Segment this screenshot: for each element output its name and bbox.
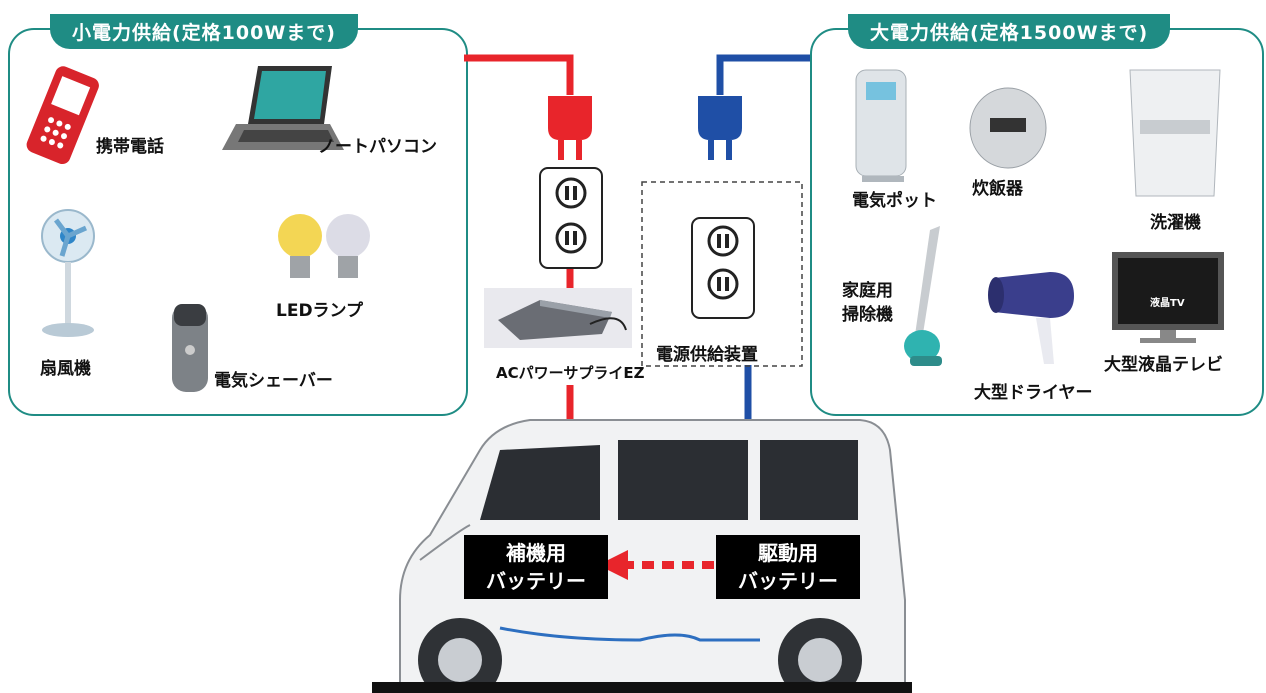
outlet-left-icon — [539, 167, 603, 269]
aux-battery-line1: 補機用 — [506, 541, 566, 565]
vacuum-cleaner-icon — [904, 226, 942, 366]
drive-battery-line2: バッテリー — [738, 569, 838, 593]
laptop-label: ノートパソコン — [318, 137, 437, 157]
large-supply-title: 大電力供給(定格1500Wまで) — [848, 14, 1171, 49]
aux-battery-line2: バッテリー — [486, 569, 586, 593]
hair-dryer-icon — [988, 272, 1074, 364]
tv-label: 大型液晶テレビ — [1104, 355, 1223, 375]
washer-label: 洗濯機 — [1150, 213, 1201, 233]
tv-screen-text: 液晶TV — [1150, 298, 1185, 309]
red-supply-line — [464, 54, 574, 95]
drive-battery-box: 駆動用 バッテリー — [716, 535, 860, 599]
mobile-phone-icon — [26, 66, 99, 165]
electric-shaver-icon — [172, 304, 208, 392]
rice-cooker-label: 炊飯器 — [972, 179, 1023, 199]
shaver-label: 電気シェーバー — [214, 371, 333, 391]
power-unit-box — [641, 181, 803, 367]
lcd-tv-icon — [1112, 252, 1224, 343]
red-plug-icon — [548, 96, 592, 160]
washing-machine-icon — [1129, 69, 1221, 197]
electric-pot-icon — [855, 69, 907, 182]
led-label: LEDランプ — [276, 301, 364, 321]
led-bulb-icon — [278, 214, 370, 278]
blue-supply-line — [716, 54, 810, 95]
inverter-icon — [484, 288, 632, 348]
vacuum-label-line2: 掃除機 — [842, 305, 893, 325]
rice-cooker-icon — [969, 87, 1047, 169]
phone-label: 携帯電話 — [96, 137, 164, 157]
dryer-label: 大型ドライヤー — [974, 383, 1093, 403]
power-unit-label: 電源供給装置 — [656, 345, 758, 365]
transfer-arrowhead — [598, 550, 628, 580]
inverter-label: ACパワーサプライEZ — [496, 364, 645, 382]
outlet-right-icon — [691, 217, 755, 319]
blue-plug-icon — [698, 96, 742, 160]
fan-label: 扇風機 — [40, 359, 91, 379]
pot-label: 電気ポット — [852, 191, 937, 211]
laptop-icon — [222, 66, 344, 150]
small-supply-title: 小電力供給(定格100Wまで) — [50, 14, 358, 49]
electric-fan-icon — [41, 209, 95, 337]
drive-battery-line1: 駆動用 — [758, 541, 818, 565]
electric-van-icon — [372, 419, 912, 693]
vacuum-label-line1: 家庭用 — [842, 281, 893, 301]
aux-battery-box: 補機用 バッテリー — [464, 535, 608, 599]
